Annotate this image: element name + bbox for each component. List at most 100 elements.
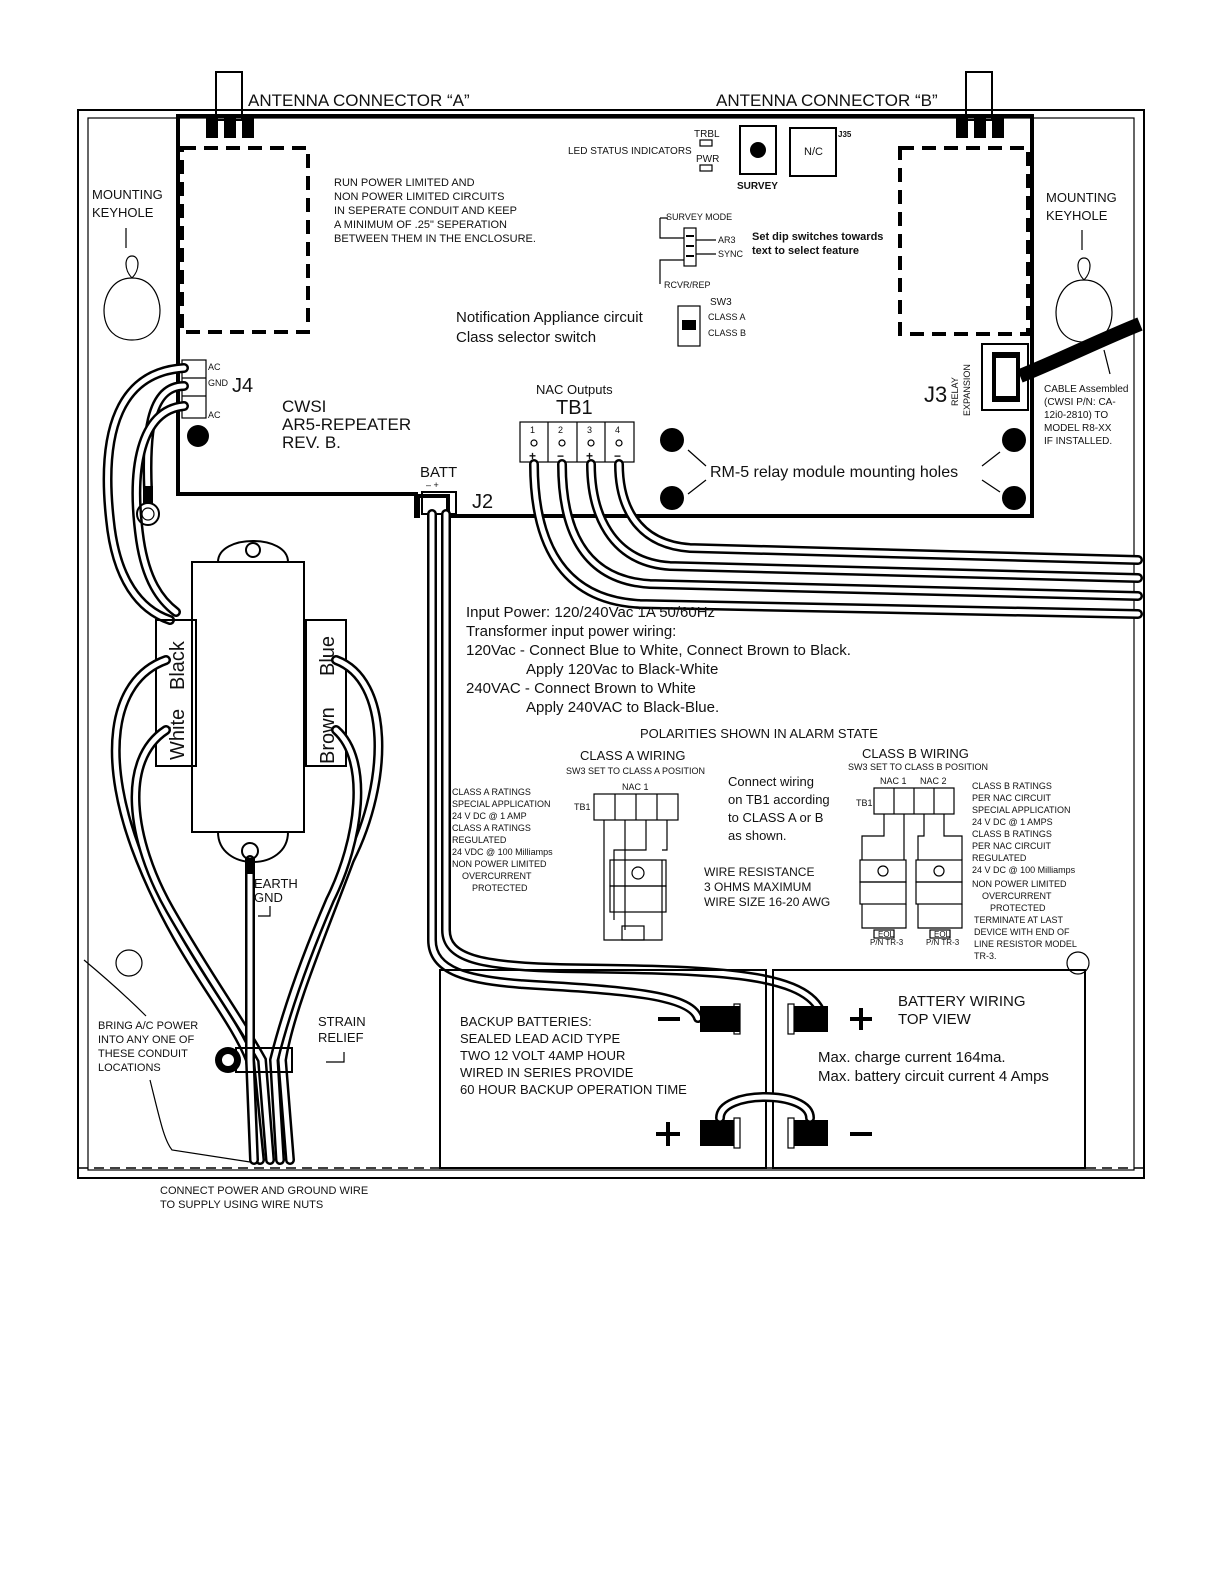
svg-text:OVERCURRENT: OVERCURRENT <box>462 871 532 881</box>
class-a-nac1: NAC 1 <box>622 782 649 792</box>
run-note: RUN POWER LIMITED AND NON POWER LIMITED … <box>334 177 536 245</box>
class-b-pntr-2: P/N TR-3 <box>926 938 960 947</box>
tb1-label: TB1 <box>556 397 593 419</box>
svg-text:NON POWER LIMITED: NON POWER LIMITED <box>972 879 1067 889</box>
antenna-connector-b <box>956 71 1004 138</box>
j4-label: J4 <box>232 375 253 397</box>
class-a-ratings: CLASS A RATINGS SPECIAL APPLICATION 24 V… <box>452 787 553 893</box>
svg-text:as shown.: as shown. <box>728 828 787 843</box>
led-pwr-label: PWR <box>696 154 719 165</box>
class-b-eol-1: EOL <box>878 930 895 939</box>
transformer-blue: Blue <box>317 636 339 676</box>
mount-left-2: KEYHOLE <box>92 205 154 220</box>
class-a-title: CLASS A WIRING <box>580 748 685 763</box>
survey-button <box>739 125 777 175</box>
antenna-b-label: ANTENNA CONNECTOR “B” <box>716 91 938 110</box>
svg-text:SEALED LEAD ACID TYPE: SEALED LEAD ACID TYPE <box>460 1031 620 1046</box>
svg-text:Apply 240VAC to Black-Blue.: Apply 240VAC to Black-Blue. <box>526 699 719 716</box>
svg-text:NON POWER LIMITED: NON POWER LIMITED <box>452 859 547 869</box>
svg-text:CLASS B RATINGS: CLASS B RATINGS <box>972 829 1052 839</box>
svg-text:NON POWER LIMITED CIRCUITS: NON POWER LIMITED CIRCUITS <box>334 191 505 203</box>
svg-text:PER NAC CIRCUIT: PER NAC CIRCUIT <box>972 793 1052 803</box>
svg-text:Transformer input power wiring: Transformer input power wiring: <box>466 623 676 640</box>
antenna-area-left <box>180 146 310 334</box>
tb1-sign-1: + <box>529 449 536 463</box>
nac-selector-1: Notification Appliance circuit <box>456 309 644 326</box>
svg-text:24 V DC @ 100 Milliamps: 24 V DC @ 100 Milliamps <box>972 865 1076 875</box>
dip-ar3: AR3 <box>718 235 736 245</box>
svg-text:LOCATIONS: LOCATIONS <box>98 1062 161 1074</box>
board-line-1: CWSI <box>282 397 326 416</box>
svg-text:INTO ANY ONE OF: INTO ANY ONE OF <box>98 1034 194 1046</box>
svg-text:A MINIMUM OF .25" SEPERATION: A MINIMUM OF .25" SEPERATION <box>334 219 507 231</box>
class-b-title: CLASS B WIRING <box>862 746 969 761</box>
cable-note: CABLE Assembled (CWSI P/N: CA- 12i0-2810… <box>1044 384 1129 447</box>
j4-pin-ac2: AC <box>208 410 221 420</box>
rm5-label: RM-5 relay module mounting holes <box>710 464 958 481</box>
j4-pin-gnd: GND <box>208 378 229 388</box>
board-mount-hole-left <box>187 425 209 447</box>
j2-label: J2 <box>472 491 493 513</box>
svg-text:BETWEEN THEM IN THE ENCLOSURE.: BETWEEN THEM IN THE ENCLOSURE. <box>334 233 536 245</box>
class-b-nac1: NAC 1 <box>880 776 907 786</box>
transformer-brown: Brown <box>317 707 339 764</box>
battery-terminals <box>700 1003 828 1149</box>
earth-label-2: GND <box>254 890 283 905</box>
dip-switch <box>659 217 716 284</box>
board-line-2: AR5-REPEATER <box>282 415 411 434</box>
svg-text:24 V DC @ 1 AMP: 24 V DC @ 1 AMP <box>452 811 527 821</box>
battery-left <box>439 969 767 1169</box>
antenna-connector-a <box>206 71 254 138</box>
tb1-pin-4: 4 <box>615 425 620 435</box>
led-trbl <box>699 139 713 147</box>
sw3-switch <box>677 305 701 347</box>
class-b-ratings: CLASS B RATINGS PER NAC CIRCUIT SPECIAL … <box>972 781 1077 961</box>
j3-relay: RELAY <box>950 377 960 406</box>
class-b-nac2: NAC 2 <box>920 776 947 786</box>
earth-label-1: EARTH <box>254 876 298 891</box>
svg-text:REGULATED: REGULATED <box>452 835 507 845</box>
circuit-board <box>176 114 1034 518</box>
svg-text:12i0-2810) TO: 12i0-2810) TO <box>1044 410 1108 421</box>
transformer-white: White <box>167 709 189 760</box>
sw3-class-a: CLASS A <box>708 312 746 322</box>
class-b-terminal <box>859 787 963 939</box>
svg-text:TERMINATE AT LAST: TERMINATE AT LAST <box>974 915 1064 925</box>
svg-text:24 VDC @ 100 Milliamps: 24 VDC @ 100 Milliamps <box>452 847 553 857</box>
dip-note-1: Set dip switches towards <box>752 231 883 243</box>
svg-text:DEVICE WITH END OF: DEVICE WITH END OF <box>974 927 1070 937</box>
svg-text:OVERCURRENT: OVERCURRENT <box>982 891 1052 901</box>
svg-text:TR-3.: TR-3. <box>974 951 997 961</box>
dip-rcvr: RCVR/REP <box>664 280 711 290</box>
tb1-pin-2: 2 <box>558 425 563 435</box>
battery-wiring-1: BATTERY WIRING <box>898 993 1026 1010</box>
charge-1: Max. charge current 164ma. <box>818 1049 1006 1066</box>
survey-label: SURVEY <box>737 181 778 192</box>
svg-text:CLASS B RATINGS: CLASS B RATINGS <box>972 781 1052 791</box>
tb1-terminal-block <box>519 421 635 463</box>
rm5-hole-3 <box>1002 428 1026 452</box>
dip-sync: SYNC <box>718 249 744 259</box>
backup-note: BACKUP BATTERIES: SEALED LEAD ACID TYPE … <box>460 1014 687 1097</box>
svg-text:SPECIAL APPLICATION: SPECIAL APPLICATION <box>452 799 551 809</box>
class-b-eol-2: EOL <box>934 930 951 939</box>
mount-right-1: MOUNTING <box>1046 190 1117 205</box>
dip-survey-mode: SURVEY MODE <box>666 212 732 222</box>
svg-text:PER NAC CIRCUIT: PER NAC CIRCUIT <box>972 841 1052 851</box>
svg-text:PROTECTED: PROTECTED <box>990 903 1046 913</box>
svg-text:TWO 12 VOLT 4AMP HOUR: TWO 12 VOLT 4AMP HOUR <box>460 1048 625 1063</box>
svg-text:RUN POWER LIMITED AND: RUN POWER LIMITED AND <box>334 177 475 189</box>
transformer-black: Black <box>167 640 189 690</box>
input-power-note: Input Power: 120/240Vac 1A 50/60Hz Trans… <box>466 604 851 716</box>
svg-text:60 HOUR BACKUP OPERATION TIME: 60 HOUR BACKUP OPERATION TIME <box>460 1082 687 1097</box>
svg-text:IN SEPERATE CONDUIT AND KEEP: IN SEPERATE CONDUIT AND KEEP <box>334 205 517 217</box>
keyhole-right <box>1055 257 1113 343</box>
svg-text:24 V DC @ 1 AMPS: 24 V DC @ 1 AMPS <box>972 817 1053 827</box>
svg-text:Input Power: 120/240Vac 1A 50/: Input Power: 120/240Vac 1A 50/60Hz <box>466 604 715 621</box>
svg-text:to CLASS A or B: to CLASS A or B <box>728 810 823 825</box>
tb1-pin-3: 3 <box>587 425 592 435</box>
svg-text:WIRE SIZE 16-20 AWG: WIRE SIZE 16-20 AWG <box>704 895 830 909</box>
svg-text:REGULATED: REGULATED <box>972 853 1027 863</box>
